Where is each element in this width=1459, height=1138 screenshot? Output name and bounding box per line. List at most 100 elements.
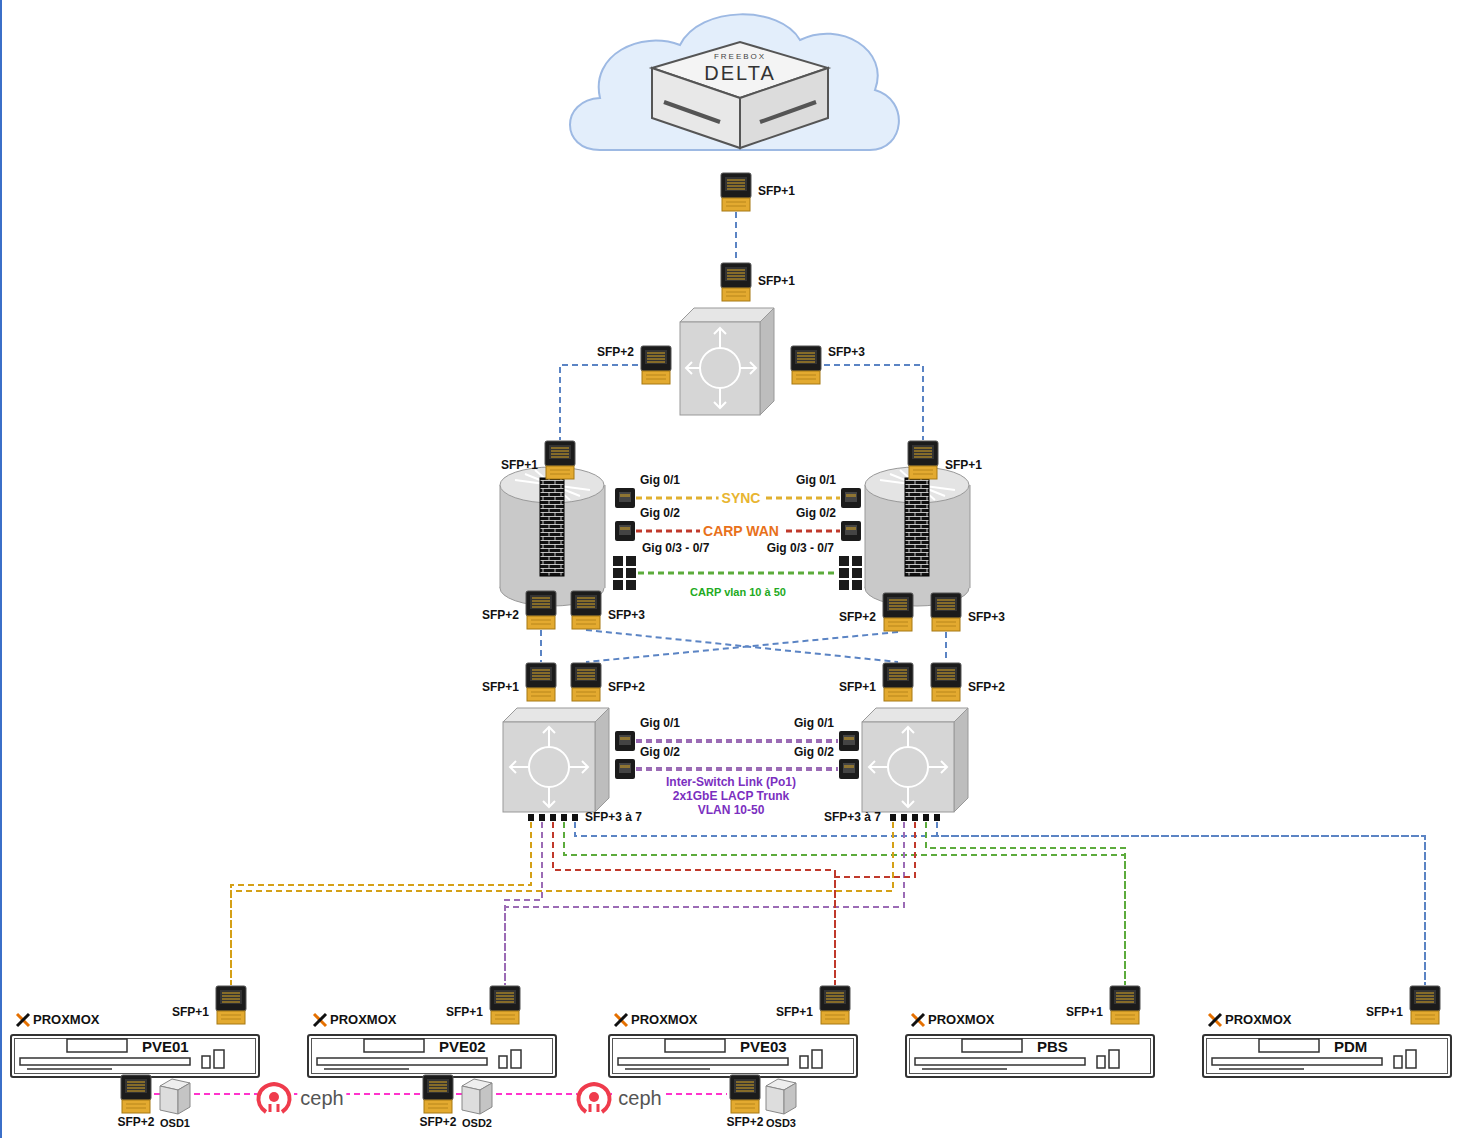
port-icon	[1411, 1011, 1439, 1024]
server-front	[12, 1036, 258, 1076]
port-label: SFP+1	[446, 1005, 483, 1019]
port-icon	[1407, 985, 1443, 1025]
port-icon	[531, 620, 551, 624]
network-port: Gig 0/2	[614, 520, 636, 542]
brand-text: FREEBOX	[650, 52, 830, 61]
network-port: SFP+3 à 7	[525, 812, 581, 822]
proxmox-x	[912, 1014, 924, 1026]
port-icon	[217, 1011, 245, 1024]
port-icon	[496, 993, 514, 1002]
proxmox-x	[911, 1013, 925, 1027]
server-name: PVE03	[740, 1038, 787, 1055]
port-label: Gig 0/1	[796, 473, 836, 487]
server-front	[499, 1056, 507, 1068]
port-icon	[216, 986, 246, 1011]
server-front	[1097, 1056, 1105, 1068]
ceph-logo	[257, 1081, 291, 1115]
port-icon	[788, 345, 824, 385]
port-icon	[887, 597, 909, 611]
proxmox-x	[615, 1014, 627, 1026]
osd-disk	[178, 1083, 190, 1114]
port-icon	[1410, 986, 1440, 1011]
network-port: SFP+2	[638, 345, 674, 385]
port-icon	[888, 692, 908, 696]
port-icon	[726, 202, 746, 206]
port-icon	[638, 345, 674, 385]
ceph-logo	[590, 1104, 598, 1112]
port-icon	[1115, 1015, 1135, 1019]
network-port: SFP+1	[1107, 985, 1143, 1025]
port-icon	[797, 353, 815, 362]
port-icon	[932, 618, 960, 631]
port-icon	[528, 814, 534, 821]
port-icon	[532, 598, 550, 607]
server-front	[618, 1058, 788, 1065]
port-icon	[901, 814, 907, 821]
port-icon	[795, 350, 817, 364]
port-icon	[626, 556, 636, 566]
port-label: SFP+2	[726, 1115, 763, 1129]
osd-disk	[480, 1083, 492, 1114]
port-icon	[614, 730, 636, 752]
network-port: SFP+1	[718, 172, 754, 212]
network-port: SFP+1	[880, 662, 916, 702]
port-icon	[727, 270, 745, 279]
link-label: Inter-Switch Link (Po1) 2x1GbE LACP Trun…	[653, 776, 809, 817]
port-icon	[530, 667, 552, 681]
port-icon	[845, 492, 857, 502]
port-icon	[792, 371, 820, 384]
switch-right	[862, 722, 954, 812]
server-front	[1204, 1036, 1450, 1076]
port-icon	[561, 814, 567, 821]
server-front	[317, 1058, 487, 1065]
port-icon	[887, 667, 909, 681]
port-icon	[619, 492, 631, 502]
cable-link	[937, 822, 1425, 985]
port-icon	[576, 620, 596, 624]
server-name: PVE01	[142, 1038, 189, 1055]
vendor-logo-text: PROXMOX	[631, 1012, 697, 1027]
port-icon	[568, 590, 604, 630]
server-front	[962, 1039, 1022, 1052]
port-icon	[495, 1015, 515, 1019]
port-icon	[841, 521, 861, 541]
proxmox-x	[615, 1014, 627, 1026]
port-icon	[936, 622, 956, 626]
proxmox-x	[17, 1014, 29, 1026]
port-icon	[551, 448, 569, 457]
port-label: SFP+3	[828, 345, 865, 359]
port-icon	[125, 1079, 147, 1093]
port-label: SFP+2	[597, 345, 634, 359]
proxmox-x	[1209, 1014, 1221, 1026]
port-icon	[885, 812, 945, 822]
port-icon	[619, 525, 631, 535]
switch-right	[862, 708, 968, 722]
port-icon	[923, 814, 929, 821]
proxmox-x	[1209, 1014, 1221, 1026]
network-port: Gig 0/1	[838, 730, 860, 752]
port-icon	[726, 292, 746, 296]
port-icon	[843, 763, 855, 773]
port-icon	[718, 262, 754, 302]
port-label: Gig 0/3 - 0/7	[767, 541, 834, 555]
server-box: PROXMOXPVE01	[10, 1034, 260, 1078]
port-label: SFP+1	[758, 184, 795, 198]
network-port: SFP+1	[905, 440, 941, 480]
port-icon	[1415, 1015, 1435, 1019]
port-icon	[213, 985, 249, 1025]
network-port: Gig 0/1	[840, 487, 862, 509]
port-icon	[1110, 986, 1140, 1011]
port-icon	[645, 350, 667, 364]
network-port: SFP+1	[542, 440, 578, 480]
port-icon	[817, 985, 853, 1025]
internet-box: FREEBOXDELTA	[650, 38, 830, 150]
server-front	[907, 1036, 1153, 1076]
port-icon	[614, 520, 636, 542]
port-icon	[935, 667, 957, 681]
port-label: SFP+2	[968, 680, 1005, 694]
port-icon	[838, 758, 860, 780]
switch-left	[510, 727, 588, 807]
port-icon	[914, 448, 932, 457]
